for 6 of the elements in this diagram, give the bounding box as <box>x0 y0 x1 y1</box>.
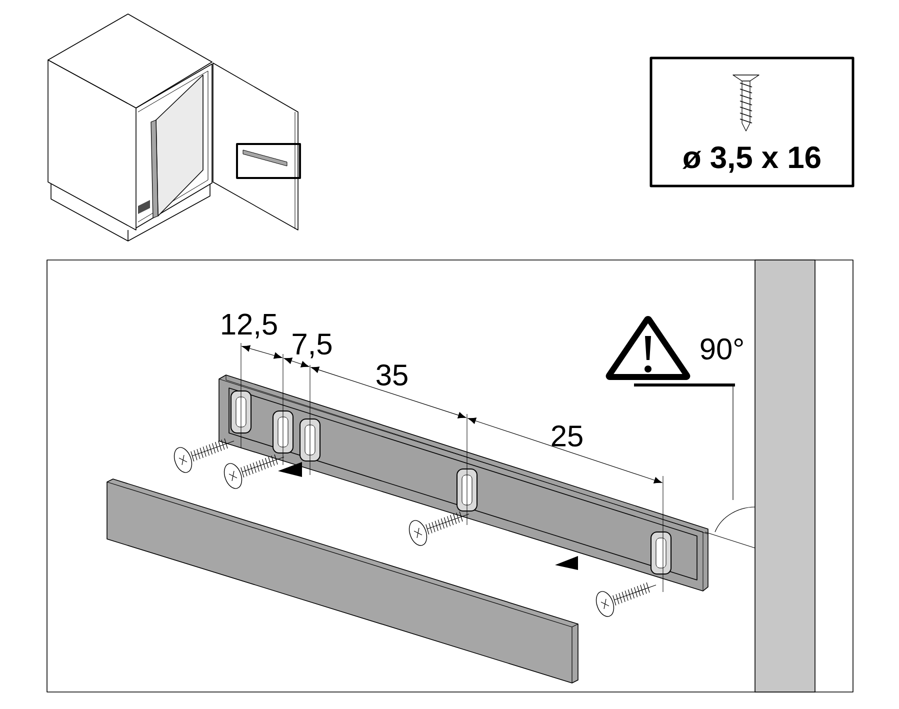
dimension-label: 7,5 <box>292 334 332 358</box>
angle-label: 90° <box>700 338 743 360</box>
dimension-label: 12,5 <box>222 314 277 338</box>
dimension-label: 35 <box>376 364 408 386</box>
specification-box: ø 3,5 x 16 <box>650 56 854 188</box>
dimension-label: 25 <box>552 425 582 447</box>
